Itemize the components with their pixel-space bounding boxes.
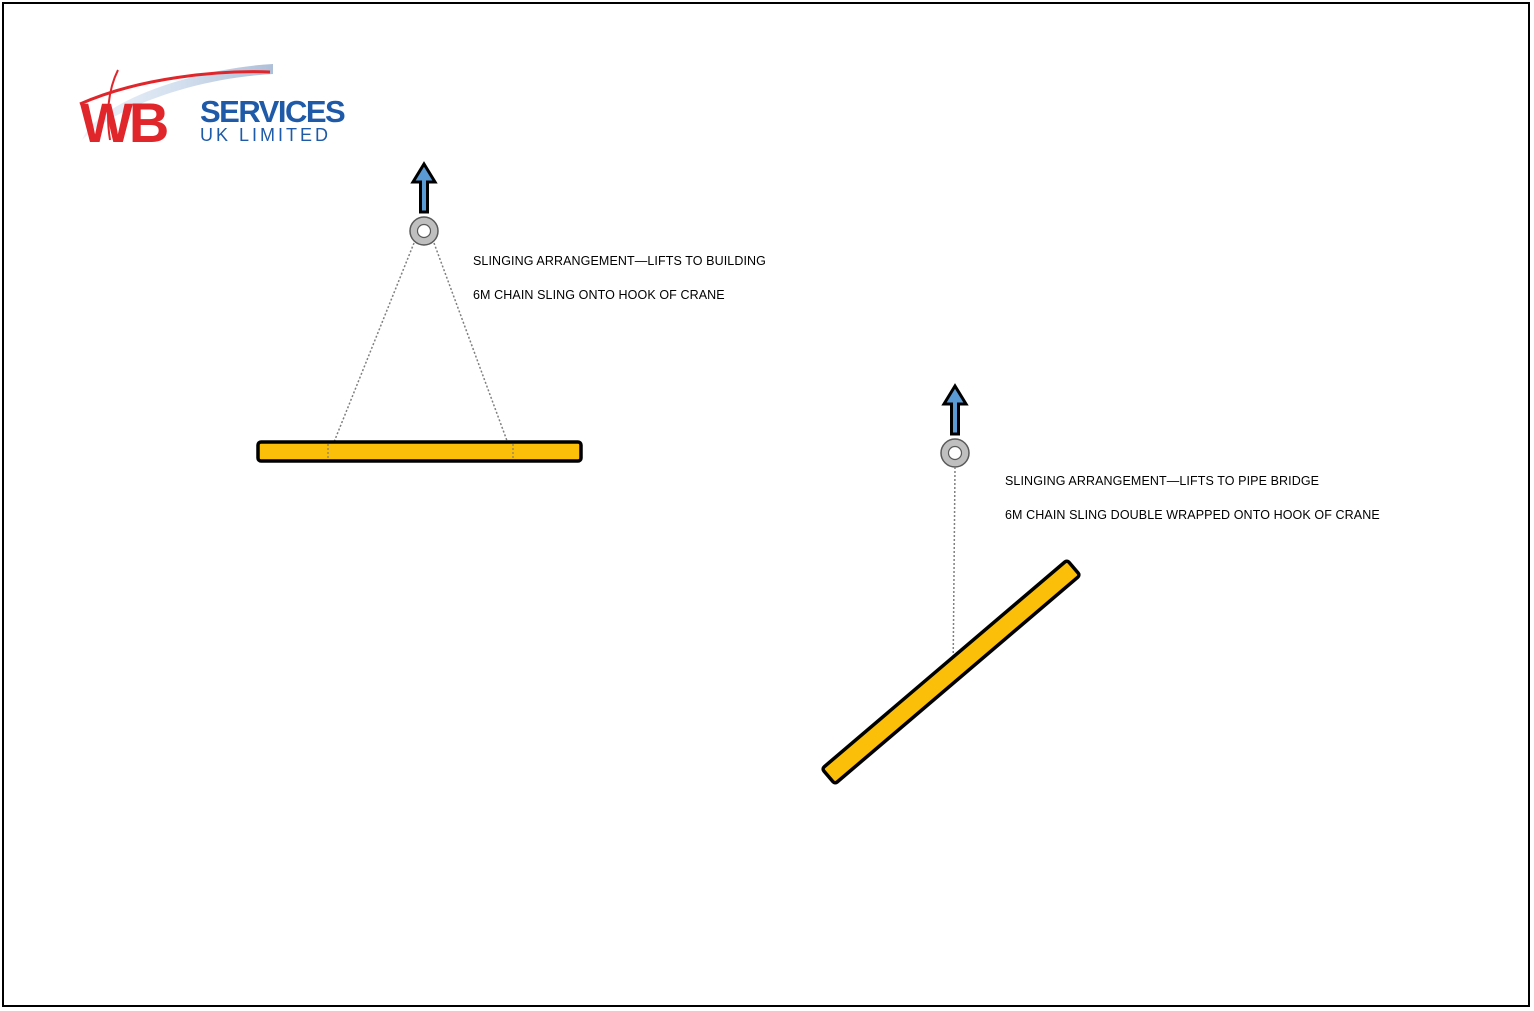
logo-graphic: WB SERVICES UK LIMITED [79, 64, 347, 150]
company-logo: WB SERVICES UK LIMITED [78, 60, 348, 150]
right-slinging-diagram [821, 383, 1081, 785]
left-diagram-title: SLINGING ARRANGEMENT—LIFTS TO BUILDING [473, 254, 766, 268]
logo-brand-suffix: UK LIMITED [200, 125, 331, 145]
logo-brand-name: SERVICES [200, 94, 345, 129]
sling-chain-vertical [952, 466, 956, 681]
sling-chain-right-leg [433, 242, 514, 458]
left-slinging-diagram [256, 161, 583, 463]
sling-chain-left-leg [327, 242, 415, 458]
logo-red-arc [79, 70, 271, 106]
crane-hook-icon [940, 438, 970, 468]
steel-beam-horizontal [256, 440, 583, 463]
crane-hook-icon [409, 216, 439, 246]
steel-beam-angled [821, 559, 1081, 785]
right-diagram-subtitle: 6M CHAIN SLING DOUBLE WRAPPED ONTO HOOK … [1005, 508, 1380, 522]
left-diagram-subtitle: 6M CHAIN SLING ONTO HOOK OF CRANE [473, 288, 725, 302]
right-diagram-title: SLINGING ARRANGEMENT—LIFTS TO PIPE BRIDG… [1005, 474, 1320, 488]
up-arrow-icon [941, 383, 969, 436]
up-arrow-icon [410, 161, 438, 214]
logo-red-stroke [107, 69, 119, 141]
logo-initials: WB [80, 91, 167, 150]
